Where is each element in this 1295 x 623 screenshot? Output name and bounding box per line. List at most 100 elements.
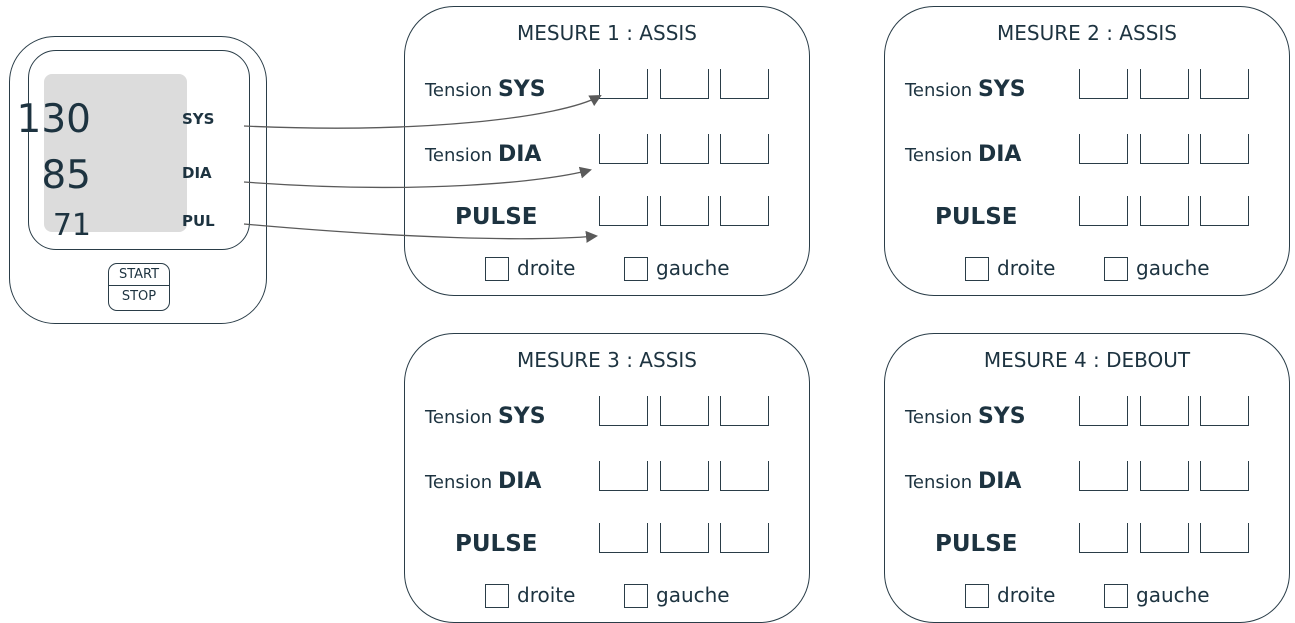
start-stop-button[interactable]: START STOP bbox=[108, 263, 170, 311]
measurement-card-4: MESURE 4 : DEBOUT Tension SYS Tension DI… bbox=[884, 333, 1290, 623]
sys-row-label: Tension SYS bbox=[425, 404, 546, 429]
sys-prefix: Tension bbox=[425, 407, 493, 428]
dia-digit-box-3[interactable] bbox=[1200, 461, 1249, 491]
dia-digit-box-3[interactable] bbox=[720, 134, 769, 164]
sys-unit-label: SYS bbox=[182, 110, 215, 128]
card-title: MESURE 1 : ASSIS bbox=[517, 21, 697, 45]
pul-reading: 71 bbox=[52, 208, 91, 243]
measurement-card-1: MESURE 1 : ASSIS Tension SYS Tension DIA… bbox=[404, 6, 810, 296]
sys-digit-box-1[interactable] bbox=[599, 396, 648, 426]
droite-label: droite bbox=[517, 256, 576, 280]
pulse-label: PULSE bbox=[935, 531, 1018, 557]
sys-prefix: Tension bbox=[425, 80, 493, 101]
dia-prefix: Tension bbox=[905, 145, 973, 166]
dia-unit-label: DIA bbox=[182, 164, 212, 182]
start-stop-divider bbox=[109, 285, 169, 286]
dia-digit-box-2[interactable] bbox=[660, 461, 709, 491]
gauche-checkbox[interactable] bbox=[1104, 584, 1128, 608]
gauche-label: gauche bbox=[656, 256, 730, 280]
gauche-label: gauche bbox=[1136, 256, 1210, 280]
dia-row-label: Tension DIA bbox=[905, 469, 1021, 494]
droite-label: droite bbox=[997, 256, 1056, 280]
gauche-checkbox[interactable] bbox=[1104, 257, 1128, 281]
dia-digit-box-2[interactable] bbox=[1140, 461, 1189, 491]
sys-row-label: Tension SYS bbox=[425, 77, 546, 102]
card-title: MESURE 2 : ASSIS bbox=[997, 21, 1177, 45]
dia-digit-box-2[interactable] bbox=[1140, 134, 1189, 164]
pulse-label: PULSE bbox=[455, 531, 538, 557]
pul-digit-box-2[interactable] bbox=[1140, 523, 1189, 553]
gauche-label: gauche bbox=[1136, 583, 1210, 607]
sys-label: SYS bbox=[497, 77, 546, 102]
droite-checkbox[interactable] bbox=[965, 257, 989, 281]
dia-digit-box-1[interactable] bbox=[599, 461, 648, 491]
sys-row-label: Tension SYS bbox=[905, 404, 1026, 429]
gauche-checkbox[interactable] bbox=[624, 584, 648, 608]
card-title: MESURE 3 : ASSIS bbox=[517, 348, 697, 372]
sys-digit-box-1[interactable] bbox=[599, 69, 648, 99]
dia-row-label: Tension DIA bbox=[425, 469, 541, 494]
dia-label: DIA bbox=[497, 469, 542, 494]
sys-digit-box-3[interactable] bbox=[1200, 69, 1249, 99]
sys-digit-box-2[interactable] bbox=[1140, 396, 1189, 426]
gauche-label: gauche bbox=[656, 583, 730, 607]
sys-digit-box-1[interactable] bbox=[1079, 69, 1128, 99]
droite-checkbox[interactable] bbox=[965, 584, 989, 608]
pul-digit-box-1[interactable] bbox=[1079, 196, 1128, 226]
pul-digit-box-2[interactable] bbox=[1140, 196, 1189, 226]
sys-label: SYS bbox=[977, 404, 1026, 429]
dia-reading: 85 bbox=[41, 153, 91, 198]
sys-reading: 130 bbox=[16, 97, 91, 142]
dia-label: DIA bbox=[497, 142, 542, 167]
sys-digit-box-1[interactable] bbox=[1079, 396, 1128, 426]
sys-row-label: Tension SYS bbox=[905, 77, 1026, 102]
pul-digit-box-3[interactable] bbox=[720, 196, 769, 226]
pul-digit-box-1[interactable] bbox=[1079, 523, 1128, 553]
dia-prefix: Tension bbox=[905, 472, 973, 493]
dia-prefix: Tension bbox=[425, 145, 493, 166]
sys-label: SYS bbox=[977, 77, 1026, 102]
pul-digit-box-1[interactable] bbox=[599, 523, 648, 553]
dia-digit-box-1[interactable] bbox=[1079, 461, 1128, 491]
pul-digit-box-3[interactable] bbox=[1200, 196, 1249, 226]
dia-row-label: Tension DIA bbox=[425, 142, 541, 167]
droite-checkbox[interactable] bbox=[485, 257, 509, 281]
dia-digit-box-3[interactable] bbox=[1200, 134, 1249, 164]
sys-digit-box-2[interactable] bbox=[660, 396, 709, 426]
dia-row-label: Tension DIA bbox=[905, 142, 1021, 167]
sys-digit-box-3[interactable] bbox=[720, 396, 769, 426]
sys-digit-box-2[interactable] bbox=[660, 69, 709, 99]
measurement-card-3: MESURE 3 : ASSIS Tension SYS Tension DIA… bbox=[404, 333, 810, 623]
droite-label: droite bbox=[517, 583, 576, 607]
pul-digit-box-2[interactable] bbox=[660, 196, 709, 226]
dia-digit-box-2[interactable] bbox=[660, 134, 709, 164]
start-label: START bbox=[118, 267, 160, 282]
dia-digit-box-1[interactable] bbox=[599, 134, 648, 164]
gauche-checkbox[interactable] bbox=[624, 257, 648, 281]
sys-digit-box-3[interactable] bbox=[1200, 396, 1249, 426]
pulse-label: PULSE bbox=[935, 204, 1018, 230]
dia-digit-box-1[interactable] bbox=[1079, 134, 1128, 164]
pul-unit-label: PUL bbox=[182, 212, 215, 230]
dia-prefix: Tension bbox=[425, 472, 493, 493]
stop-label: STOP bbox=[121, 289, 157, 304]
droite-checkbox[interactable] bbox=[485, 584, 509, 608]
pul-digit-box-2[interactable] bbox=[660, 523, 709, 553]
droite-label: droite bbox=[997, 583, 1056, 607]
card-title: MESURE 4 : DEBOUT bbox=[983, 348, 1191, 372]
monitor-screen-frame: 130 85 71 bbox=[17, 50, 250, 250]
dia-digit-box-3[interactable] bbox=[720, 461, 769, 491]
blood-pressure-monitor: 130 85 71 SYS DIA PUL START STOP bbox=[9, 36, 267, 324]
sys-digit-box-2[interactable] bbox=[1140, 69, 1189, 99]
pul-digit-box-3[interactable] bbox=[720, 523, 769, 553]
pulse-label: PULSE bbox=[455, 204, 538, 230]
pul-digit-box-1[interactable] bbox=[599, 196, 648, 226]
dia-label: DIA bbox=[977, 142, 1022, 167]
sys-label: SYS bbox=[497, 404, 546, 429]
dia-label: DIA bbox=[977, 469, 1022, 494]
sys-digit-box-3[interactable] bbox=[720, 69, 769, 99]
sys-prefix: Tension bbox=[905, 80, 973, 101]
pul-digit-box-3[interactable] bbox=[1200, 523, 1249, 553]
monitor-display: 130 85 71 bbox=[17, 74, 187, 241]
measurement-card-2: MESURE 2 : ASSIS Tension SYS Tension DIA… bbox=[884, 6, 1290, 296]
